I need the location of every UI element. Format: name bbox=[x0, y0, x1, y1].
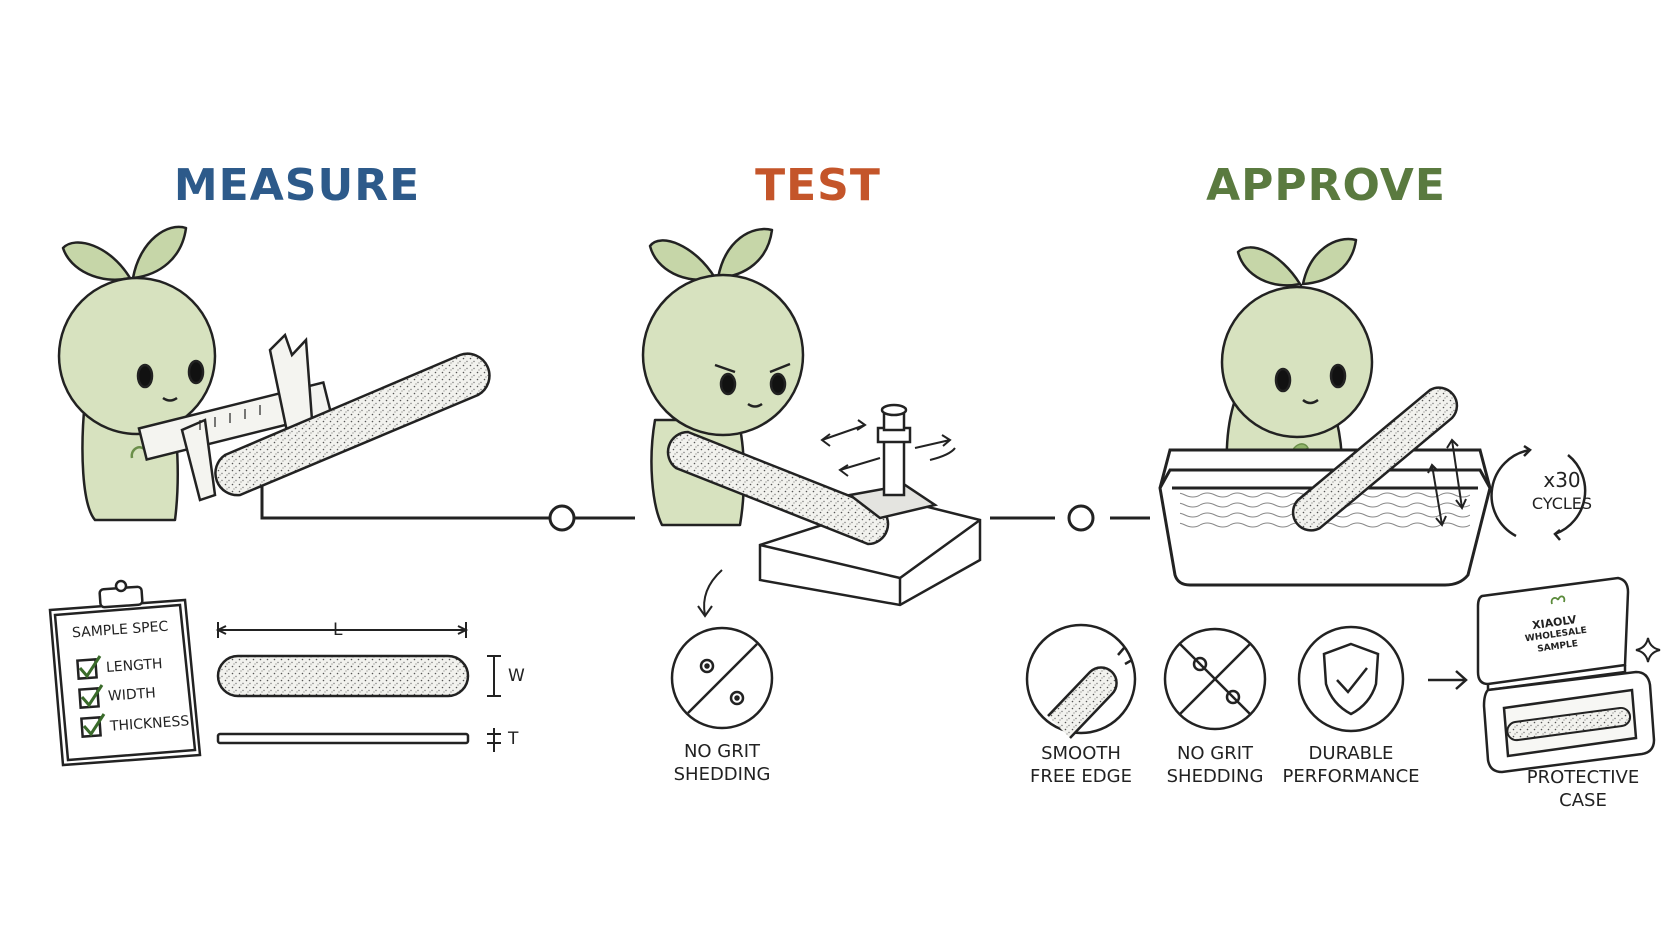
badge-durable-line1: DURABLE bbox=[1308, 743, 1394, 764]
dimension-drawing bbox=[215, 622, 501, 752]
nail-file-test bbox=[666, 430, 890, 546]
connector-node-2 bbox=[1067, 504, 1095, 532]
measure-mascot bbox=[57, 225, 217, 522]
badge-smooth-line2: FREE EDGE bbox=[1030, 766, 1132, 787]
case-label-line2: CASE bbox=[1559, 790, 1607, 811]
right-arrow-icon bbox=[1428, 670, 1468, 690]
abrasion-tester-icon bbox=[846, 403, 939, 520]
badge-durable-line2: PERFORMANCE bbox=[1282, 766, 1420, 787]
test-title: TEST bbox=[755, 160, 881, 211]
badge-label-durable: DURABLE PERFORMANCE bbox=[1282, 742, 1419, 788]
cycle-icon bbox=[1490, 444, 1587, 541]
shield-check-icon bbox=[1297, 625, 1405, 733]
smooth-edge-icon bbox=[1025, 623, 1137, 739]
dimension-width-label: W bbox=[508, 666, 525, 686]
badge-no-grit-line2: SHEDDING bbox=[1166, 766, 1264, 787]
connector-node-1 bbox=[548, 504, 576, 532]
protective-case-icon bbox=[1476, 576, 1656, 774]
measure-title: MEASURE bbox=[173, 160, 421, 211]
caliper-icon bbox=[137, 332, 333, 502]
spec-clipboard bbox=[48, 579, 202, 767]
spec-item-width: WIDTH bbox=[107, 685, 157, 705]
badge-label-smooth-edge: SMOOTH FREE EDGE bbox=[1030, 742, 1132, 788]
test-result-label: NO GRIT SHEDDING bbox=[674, 740, 771, 786]
badge-no-grit-line1: NO GRIT bbox=[1176, 743, 1254, 764]
case-label-line1: PROTECTIVE bbox=[1526, 767, 1640, 788]
test-result-line2: SHEDDING bbox=[673, 764, 771, 785]
down-arrow-icon bbox=[697, 569, 723, 618]
motion-arrows bbox=[820, 419, 956, 477]
process-connector bbox=[260, 478, 1150, 520]
nail-file-approve bbox=[1291, 386, 1459, 532]
nail-file-measure bbox=[214, 352, 491, 497]
no-grit-icon-approve bbox=[1163, 627, 1267, 731]
protective-case-label: PROTECTIVE CASE bbox=[1527, 766, 1639, 812]
cycles-label: x30 CYCLES bbox=[1532, 468, 1592, 516]
flex-arrows bbox=[1427, 438, 1467, 527]
sparkle-icon bbox=[1635, 637, 1661, 663]
test-result-line1: NO GRIT bbox=[683, 741, 761, 762]
approve-title: APPROVE bbox=[1206, 160, 1446, 211]
badge-smooth-line1: SMOOTH bbox=[1041, 743, 1121, 764]
dimension-thickness-label: T bbox=[508, 729, 519, 749]
cycles-count: x30 bbox=[1543, 468, 1581, 492]
no-grit-icon-test bbox=[670, 626, 774, 730]
cycles-unit: CYCLES bbox=[1531, 494, 1593, 513]
dimension-length-label: L bbox=[333, 620, 343, 640]
badge-label-no-grit: NO GRIT SHEDDING bbox=[1167, 742, 1264, 788]
